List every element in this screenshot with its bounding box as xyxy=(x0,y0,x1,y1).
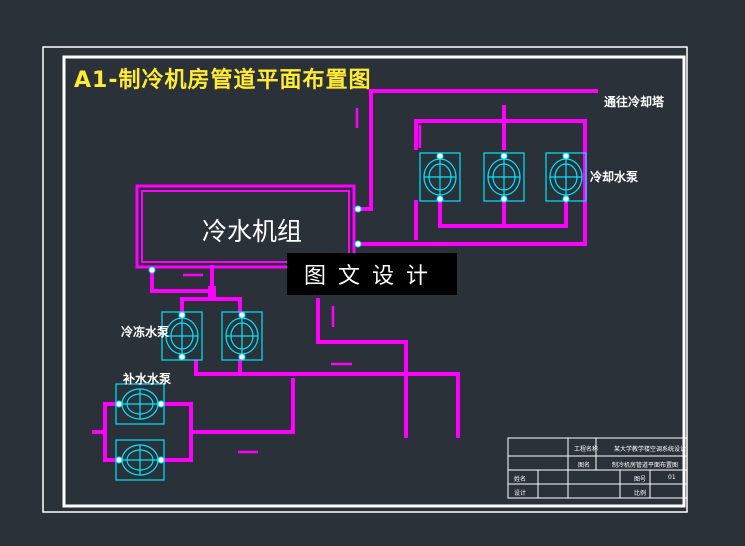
title-block-designer-label: 设计 xyxy=(514,490,527,497)
title-block-sheet-no: 01 xyxy=(668,474,676,481)
makeup-pump-1 xyxy=(115,383,165,425)
cooling-pump-2 xyxy=(483,152,525,202)
makeup-water-pumps xyxy=(115,383,165,481)
title-block-drawing-label: 图名 xyxy=(578,462,591,469)
chiller-unit-outer xyxy=(135,184,356,269)
title-block-scale-label: 比例 xyxy=(634,490,647,497)
makeup-pump-label: 补水水泵 xyxy=(123,372,172,386)
cooling-pump-1 xyxy=(419,152,461,202)
title-block-drawing-name: 制冷机房管道平面布置图 xyxy=(612,462,679,469)
title-block-grid xyxy=(507,437,688,499)
makeup-pump-2 xyxy=(115,439,165,481)
title-block-sheet-label: 图号 xyxy=(634,476,647,483)
pipe-valves xyxy=(208,286,216,300)
cooling-pump-label: 冷却水泵 xyxy=(590,170,639,184)
watermark-banner: 图文设计 xyxy=(287,253,457,295)
piping-network xyxy=(92,89,598,462)
outer-sheet-frame xyxy=(42,46,688,513)
chiller-unit-label: 冷水机组 xyxy=(202,217,303,246)
title-block-project-label: 工程名称 xyxy=(574,446,599,453)
pipe-connection-nodes xyxy=(115,152,570,464)
cooling-water-pumps xyxy=(419,152,587,202)
chilled-pump-label: 冷冻水泵 xyxy=(121,325,170,339)
title-block-name-label: 姓名 xyxy=(514,476,527,483)
flow-arrows xyxy=(183,108,422,454)
chiller-unit-inner xyxy=(141,190,350,263)
inner-sheet-frame xyxy=(62,55,686,508)
drawing-title: A1-制冷机房管道平面布置图 xyxy=(74,68,372,93)
to-cooling-tower-label: 通往冷却塔 xyxy=(604,95,665,109)
title-block-project-name: 某大学教学楼空调系统设计 xyxy=(614,446,687,453)
chilled-pump-2 xyxy=(221,311,263,361)
cooling-pump-3 xyxy=(545,152,587,202)
chilled-water-pumps xyxy=(161,311,263,361)
